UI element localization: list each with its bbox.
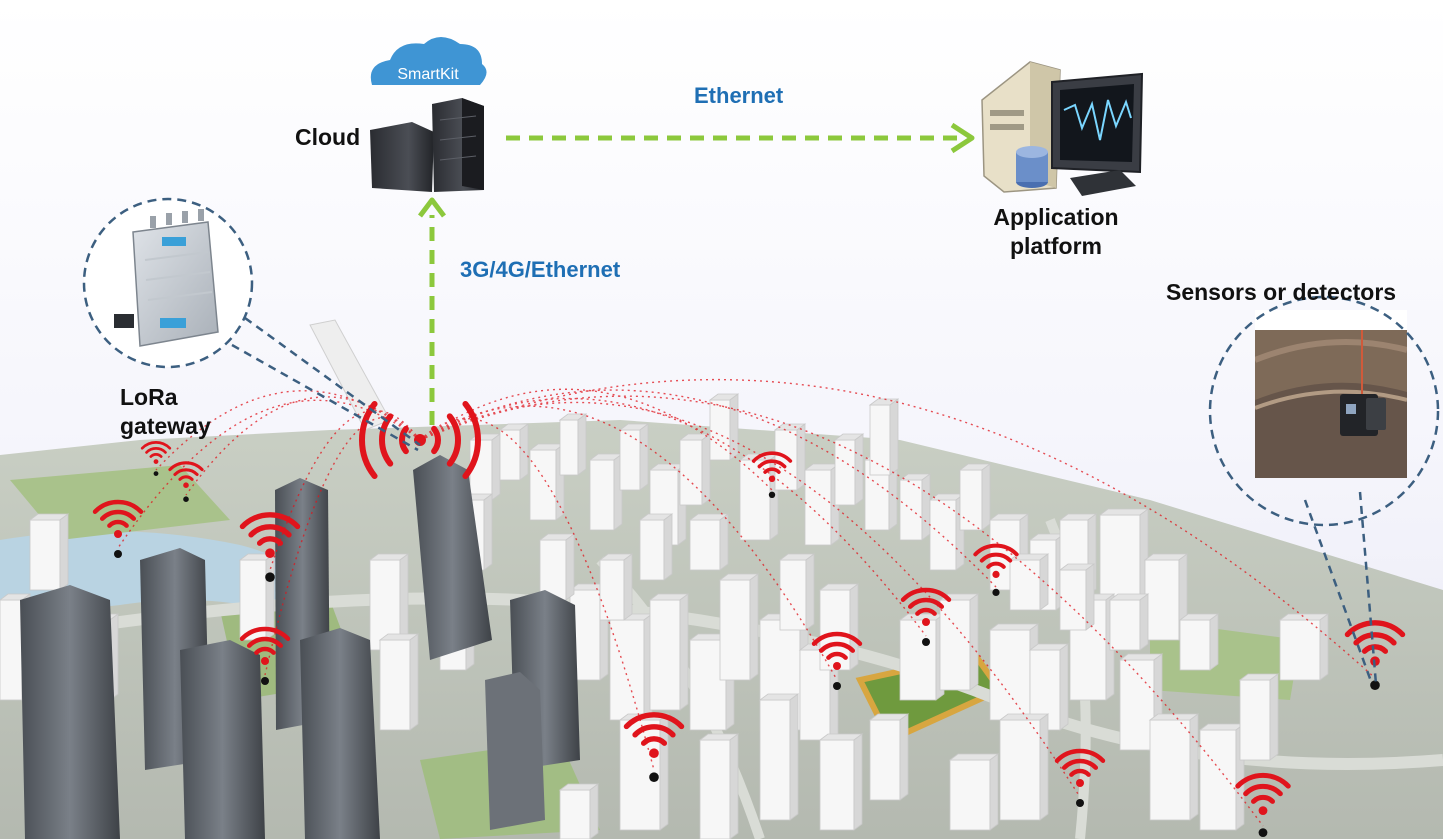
skyscrapers: [20, 319, 580, 839]
cloud-brand-text: SmartKit: [397, 66, 459, 83]
gateway-label: LoRa gateway: [120, 383, 211, 441]
signal-marker-icon: [973, 543, 1019, 597]
application-platform-label-line1: Application: [993, 204, 1119, 230]
cloud-label: Cloud: [295, 124, 361, 150]
ethernet-link-arrow: [506, 122, 975, 154]
sensors-callout: [1208, 295, 1440, 685]
gateway-broadcast-icon: [359, 400, 481, 480]
gateway-callout: [82, 197, 421, 452]
signal-marker-icon: [168, 461, 204, 503]
signal-marker-icon: [1344, 620, 1406, 690]
signal-marker-icon: [92, 499, 144, 558]
gateway-device-photo: [105, 209, 220, 347]
signal-marker-icon: [623, 712, 685, 782]
signal-marker-icon: [811, 631, 863, 690]
application-platform-label: Application platform: [978, 203, 1134, 261]
sensor-photo: [1255, 330, 1407, 478]
application-platform-icon: [981, 61, 1144, 196]
cellular-link-arrow: [418, 197, 446, 425]
signal-marker-icon: [751, 451, 793, 498]
cloud-server-icon: SmartKit: [370, 37, 487, 192]
application-platform-label-line2: platform: [1010, 233, 1102, 259]
signal-marker-icon: [900, 587, 952, 646]
ethernet-link-label: Ethernet: [694, 83, 784, 108]
signal-marker-icon: [239, 626, 291, 685]
signal-marker-icon: [239, 512, 301, 582]
lora-wireless-links: [117, 379, 1376, 827]
gateway-label-line1: LoRa: [120, 384, 178, 410]
gateway-label-line2: gateway: [120, 413, 211, 439]
signal-marker-icon: [1054, 748, 1106, 807]
signal-marker-icon: [1235, 772, 1291, 837]
signal-marker-icon: [140, 441, 172, 476]
cellular-link-label: 3G/4G/Ethernet: [460, 257, 621, 282]
sensors-label: Sensors or detectors: [1166, 279, 1397, 305]
signal-markers: [92, 441, 1406, 837]
city-buildings: [0, 393, 1330, 839]
